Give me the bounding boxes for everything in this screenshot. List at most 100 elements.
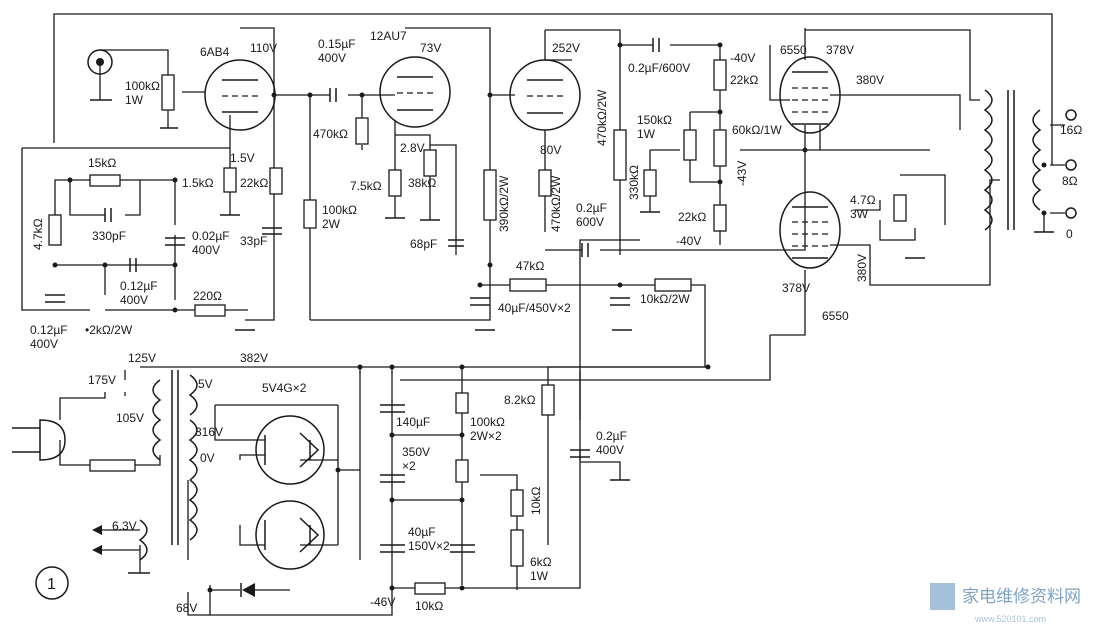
v-110: 110V [250, 41, 277, 55]
lbl-r10k2w: 10kΩ/2W [640, 292, 690, 306]
v-neg40-bot: -40V [676, 234, 701, 248]
lbl-r330k: 330kΩ [627, 165, 641, 200]
plug-symbol [12, 419, 66, 461]
v-125: 125V [128, 351, 156, 365]
v-neg43: -43V [735, 161, 749, 186]
lbl-r22k-c: 22kΩ [678, 210, 706, 224]
lbl-r47k: 47kΩ [516, 259, 544, 273]
transformers [138, 89, 1042, 561]
lbl-c33p: 33pF [240, 234, 267, 248]
voltage-labels: 110V 73V 252V 378V 380V 1.5V 2.8V 80V -4… [88, 41, 884, 615]
v-0: 0V [200, 451, 215, 465]
v-382: 382V [240, 351, 268, 365]
lbl-r8-2k: 8.2kΩ [504, 393, 536, 407]
figure-number: 1 [35, 566, 69, 600]
output-labels: 16Ω 8Ω 0 [1060, 123, 1082, 241]
v-73: 73V [420, 41, 441, 55]
label-6550-top: 6550 [780, 43, 807, 57]
v-68: 68V [176, 601, 197, 615]
label-12au7: 12AU7 [370, 29, 407, 43]
heater-arrows [92, 525, 102, 555]
label-6ab4: 6AB4 [200, 45, 230, 59]
lbl-r60k: 60kΩ/1W [732, 123, 782, 137]
lbl-r220: 220Ω [193, 289, 222, 303]
rectifier-tube-1 [255, 415, 325, 485]
tube-12au7 [379, 56, 451, 128]
lbl-r470k2w-v: 470kΩ/2W [595, 89, 609, 146]
lbl-r390k: 390kΩ/2W [497, 175, 511, 232]
lbl-r470k2w-b: 470kΩ/2W [549, 175, 563, 232]
v-80: 80V [540, 143, 561, 157]
lbl-c140: 140µF [396, 415, 430, 429]
lbl-c02-600-top: 0.2µF/600V [628, 61, 690, 75]
watermark-url: www.520101.com [974, 614, 1046, 624]
junction-dots [52, 42, 1047, 593]
v-neg46: -46V [370, 595, 395, 609]
out-8: 8Ω [1062, 174, 1078, 188]
lbl-r1-5k: 1.5kΩ [182, 176, 214, 190]
lbl-r4-7k: 4.7kΩ [31, 218, 45, 250]
v-neg40-top: -40V [730, 51, 755, 65]
tube-6550-bottom [779, 191, 841, 269]
v-378-top: 378V [826, 43, 854, 57]
capacitors [45, 38, 660, 553]
lbl-c40-450: 40µF/450V×2 [498, 301, 571, 315]
label-6550-bottom: 6550 [822, 309, 849, 323]
input-jack-symbol [87, 49, 113, 75]
lbl-c68p: 68pF [410, 237, 437, 251]
lbl-r22k-a: 22kΩ [240, 176, 268, 190]
lbl-r7-5k: 7.5kΩ [350, 179, 382, 193]
label-5v4g: 5V4G×2 [262, 381, 307, 395]
diode [240, 583, 255, 597]
v-380-top: 380V [856, 73, 884, 87]
v-175: 175V [88, 373, 116, 387]
figure-number-text: 1 [47, 576, 56, 593]
tube-6ab4 [204, 59, 276, 131]
lbl-c330p: 330pF [92, 229, 126, 243]
lbl-r2k: •2kΩ/2W [85, 323, 133, 337]
lbl-r15k: 15kΩ [88, 156, 116, 170]
lbl-r10k-h: 10kΩ [415, 599, 443, 613]
v-378-bot: 378V [782, 281, 810, 295]
v-5: 5V [198, 377, 213, 391]
v-1-5: 1.5V [230, 151, 255, 165]
output-terminals [1065, 109, 1077, 219]
tube-252v-stage [509, 59, 581, 131]
lbl-c350: 350V×2 [402, 445, 430, 473]
v-316: 316V [195, 425, 223, 439]
watermark: 家电维修资料网 www.520101.com [930, 583, 1081, 624]
watermark-text: 家电维修资料网 [962, 587, 1081, 606]
rectifier-tube-2 [255, 500, 325, 570]
out-16: 16Ω [1060, 123, 1082, 137]
lbl-r470k-a: 470kΩ [313, 127, 348, 141]
lbl-r22k-b: 22kΩ [730, 73, 758, 87]
lbl-r38k: 38kΩ [408, 176, 436, 190]
lbl-r10k-v: 10kΩ [529, 487, 543, 515]
v-2-8: 2.8V [400, 141, 425, 155]
grounds [90, 99, 1054, 574]
v-252: 252V [552, 41, 580, 55]
out-0: 0 [1066, 227, 1073, 241]
tube-6550-top [779, 56, 841, 134]
v-105: 105V [116, 411, 144, 425]
v-6-3: 6.3V [112, 519, 137, 533]
tube-labels: 6AB4 12AU7 6550 6550 5V4G×2 [200, 29, 849, 395]
v-380-bot: 380V [855, 254, 869, 282]
resistors [48, 59, 907, 595]
